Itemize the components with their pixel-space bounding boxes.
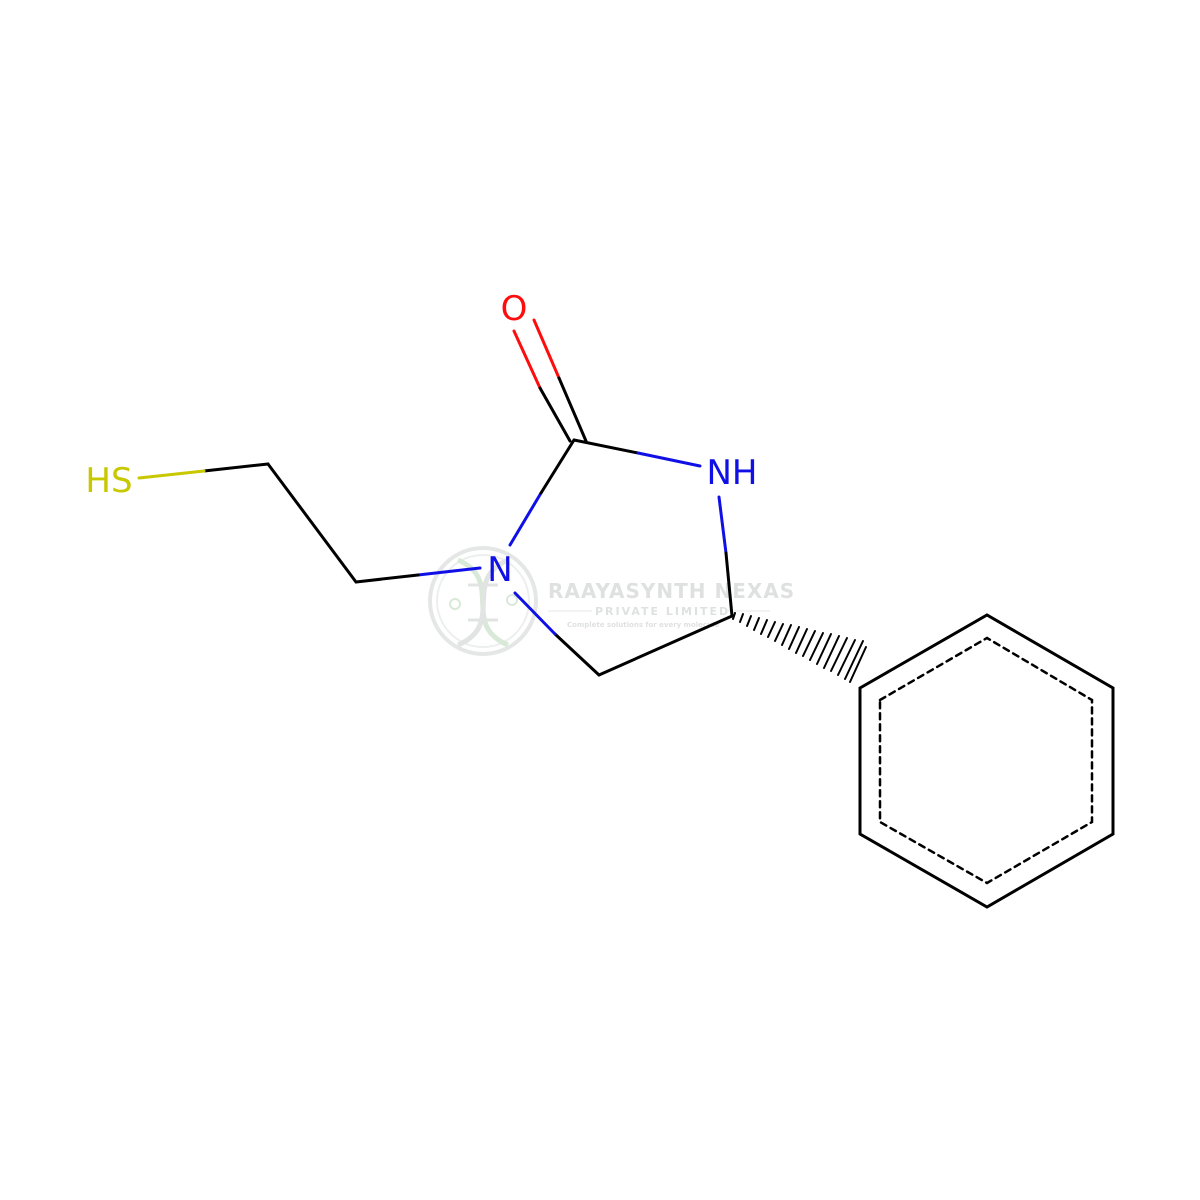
bond-c5-n1	[513, 591, 601, 677]
atom-oxygen: O	[501, 289, 528, 329]
atom-nh: NH	[707, 453, 758, 493]
atom-labels: O NH N HS	[85, 289, 757, 590]
atom-n-ring: N	[487, 550, 512, 590]
carbonyl-double-bond	[512, 318, 588, 443]
watermark-tagline: Complete solutions for every molecule	[567, 621, 719, 629]
watermark: RAAYASYNTH NEXAS PRIVATE LIMITED Complet…	[428, 546, 795, 656]
bond-n1-carbonyl	[508, 438, 576, 547]
bond-nh-c4	[717, 495, 734, 618]
aromatic-inner-bond	[878, 636, 1094, 885]
stereo-hashed-wedge	[732, 612, 867, 683]
raayasynth-logo-icon	[428, 546, 538, 656]
watermark-subtitle: PRIVATE LIMITED	[595, 605, 730, 618]
bond-ch2-s	[137, 462, 270, 480]
atom-thiol: HS	[85, 461, 132, 501]
bonds	[137, 318, 1115, 909]
phenyl-ring	[858, 613, 1115, 909]
bond-c4-c5	[597, 614, 734, 677]
bond-ch2-ch2	[266, 462, 358, 584]
bond-carbonyl-nh	[572, 438, 702, 468]
bond-n1-ch2	[354, 566, 482, 584]
watermark-company: RAAYASYNTH NEXAS	[548, 579, 795, 603]
